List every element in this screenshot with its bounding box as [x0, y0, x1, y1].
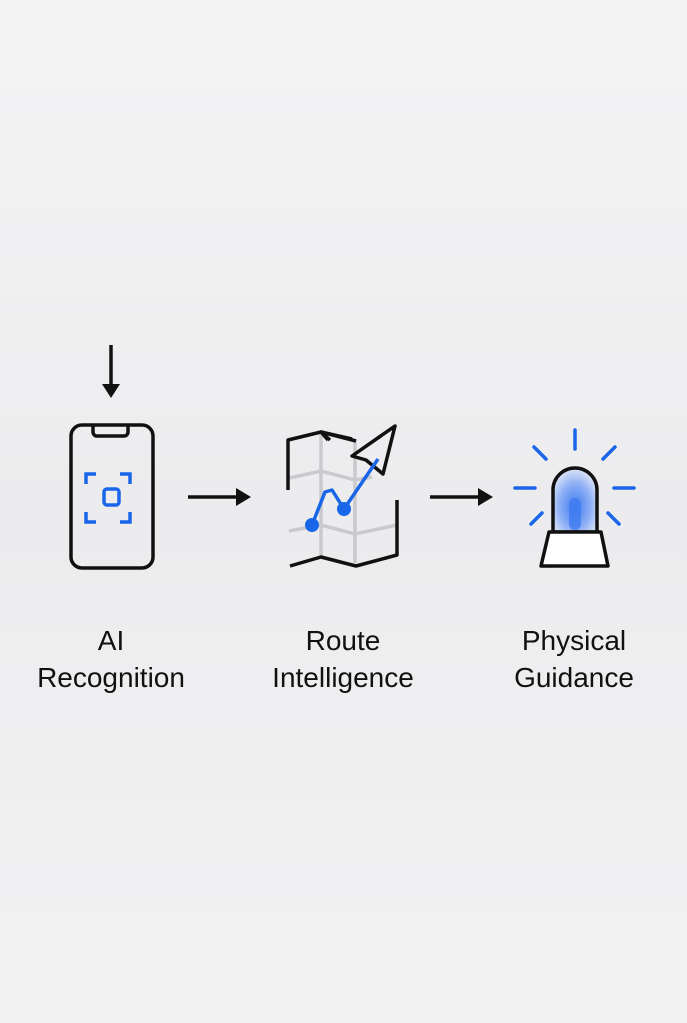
step-label-ai-recognition: AI Recognition: [0, 622, 231, 696]
step-label-physical-guidance: Physical Guidance: [454, 622, 687, 696]
flow-arrow-2-icon: [430, 488, 493, 506]
flow-arrow-1-icon: [188, 488, 251, 506]
label-line: Recognition: [37, 662, 185, 693]
label-line: Route: [305, 625, 381, 656]
map-route-icon: [286, 424, 399, 568]
beacon-light-icon: [513, 428, 636, 568]
label-line: Intelligence: [272, 662, 414, 693]
step-label-route-intelligence: Route Intelligence: [223, 622, 463, 696]
label-line: AI: [97, 625, 125, 656]
label-line: Guidance: [514, 662, 634, 693]
input-arrow-icon: [102, 345, 120, 398]
phone-scan-icon: [69, 423, 155, 570]
label-line: Physical: [521, 625, 627, 656]
